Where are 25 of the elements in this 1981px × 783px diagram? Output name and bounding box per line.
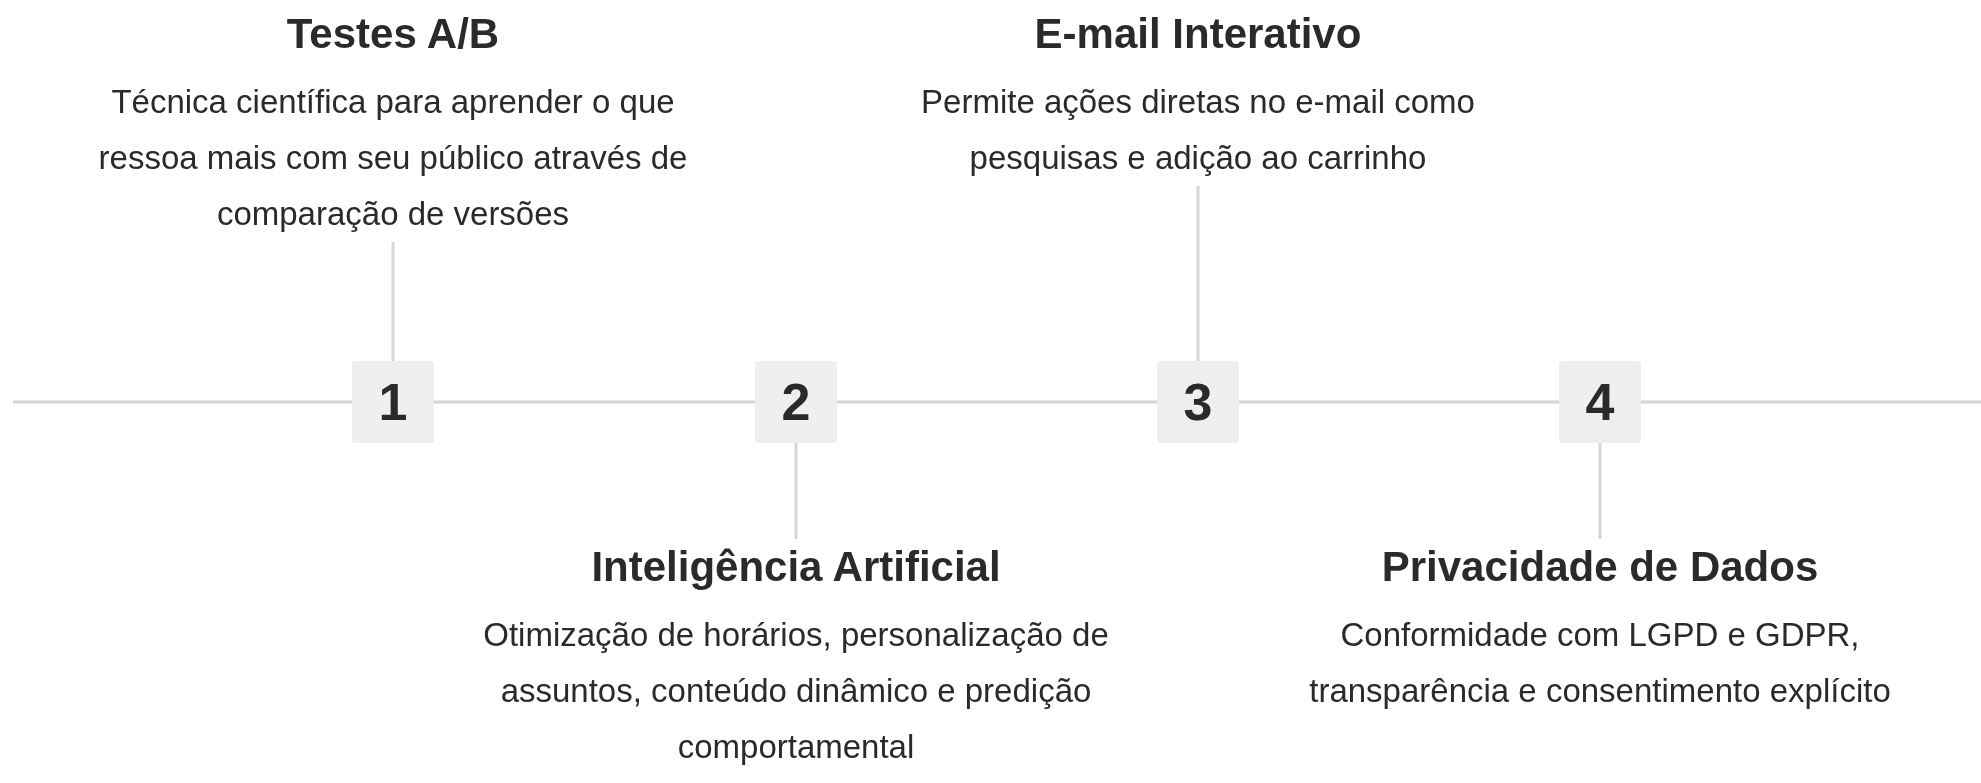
milestone-title: E-mail Interativo [1033, 9, 1363, 59]
milestone-description: Conformidade com LGPD e GDPR, transparência e consentimento explícito [1308, 615, 1892, 711]
step-number: 4 [1585, 372, 1615, 432]
timeline-line [434, 400, 755, 404]
milestone-title: Privacidade de Dados [1380, 542, 1820, 592]
timeline-line [1641, 400, 1981, 404]
timeline-line [1239, 400, 1559, 404]
leader-line [1196, 186, 1200, 361]
step-number-box [352, 361, 434, 443]
milestone-description: Técnica científica para aprender o que ressoa mais com seu público através de comparação de versões [97, 82, 689, 234]
leader-line [391, 242, 395, 361]
milestone-title: Inteligência Artificial [590, 542, 1002, 592]
timeline-line [13, 400, 352, 404]
leader-line [794, 443, 798, 539]
milestone-description: Otimização de horários, personalização de assuntos, conteúdo dinâmico e predição comportamental [482, 615, 1110, 767]
step-number: 2 [781, 372, 811, 432]
milestone-description: Permite ações diretas no e-mail como pesquisas e adição ao carrinho [920, 82, 1476, 178]
step-number: 1 [378, 372, 408, 432]
leader-line [1598, 443, 1602, 539]
step-number-box [755, 361, 837, 443]
milestone-title: Testes A/B [285, 9, 501, 59]
step-number: 3 [1183, 372, 1213, 432]
timeline-line [837, 400, 1157, 404]
step-number-box [1559, 361, 1641, 443]
step-number-box [1157, 361, 1239, 443]
